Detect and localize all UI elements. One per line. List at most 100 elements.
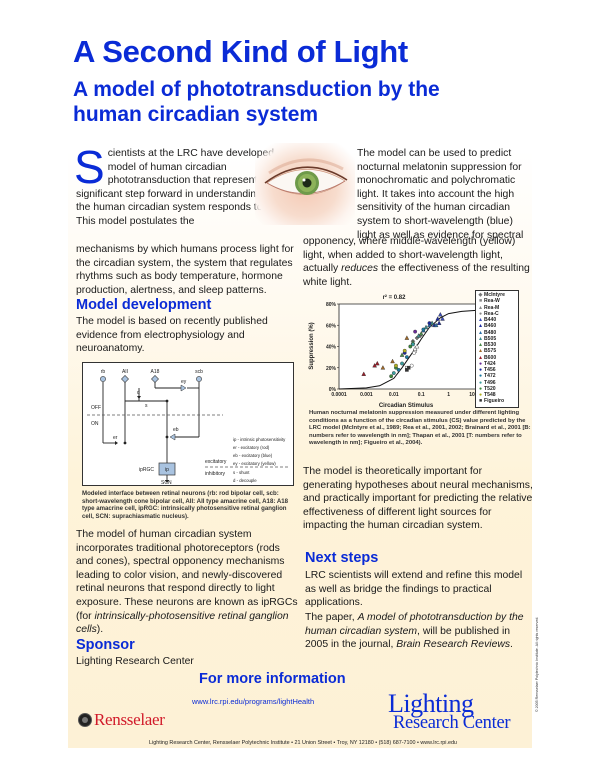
legend-label: McIntyre	[484, 292, 505, 298]
svg-text:0%: 0%	[329, 387, 337, 393]
diagram-legend-item: er - excitatory (rod)	[233, 445, 270, 450]
data-point	[413, 329, 418, 334]
triangle-marker-icon: ▲	[478, 329, 484, 336]
legend-item: ▲B460	[478, 323, 516, 329]
data-point	[433, 322, 439, 328]
circle-marker-icon: ●	[478, 360, 483, 367]
legend-item: ■Rea-W	[478, 298, 516, 304]
model-description-1: The model of human circadian system inco…	[76, 529, 298, 622]
svg-text:10: 10	[469, 392, 475, 398]
legend-label: Figueiro	[484, 398, 505, 405]
rensselaer-wordmark: Rensselaer	[94, 710, 165, 729]
data-point	[412, 345, 418, 351]
triangle-marker-icon: ▲	[478, 354, 484, 361]
data-point	[394, 363, 398, 368]
circle-marker-icon: ●	[478, 392, 483, 398]
legend-item: ●T424	[478, 361, 516, 367]
data-point	[440, 316, 445, 321]
prediction-text-1: opponency, where middle-wavelength (yell…	[303, 236, 516, 275]
circle-marker-icon: ●	[478, 385, 483, 392]
next-steps-text-1: LRC scientists will extend and refine th…	[305, 570, 523, 609]
data-point	[418, 331, 424, 336]
svg-text:0.0001: 0.0001	[331, 392, 347, 398]
triangle-marker-icon: ▲	[478, 342, 484, 348]
legend-item: ▲B505	[478, 336, 516, 342]
svg-text:40%: 40%	[326, 345, 337, 351]
data-point	[391, 371, 396, 375]
square-marker-icon: ■	[478, 398, 483, 405]
legend-label: T548	[484, 392, 496, 398]
model-development-heading: Model development	[76, 297, 212, 313]
data-point	[411, 342, 415, 347]
page-subtitle: A model of phototransduction by the huma…	[73, 78, 440, 126]
next-steps-2c: .	[510, 639, 513, 651]
legend-item: ●T472	[478, 373, 516, 379]
chart-legend: ◆McIntyre■Rea-W▲Rea-M●Rea-C▲B440▲B460▲B4…	[475, 290, 519, 408]
data-point	[408, 344, 413, 349]
sponsor-text: Lighting Research Center	[76, 656, 194, 667]
legend-label: T424	[484, 360, 496, 367]
lrc-logo-line2: Research Center	[393, 713, 511, 733]
legend-label: T520	[484, 385, 496, 392]
lrc-logo: Lighting Research Center	[388, 689, 528, 737]
intro-paragraph: S cientists at the LRC have developed a …	[74, 144, 298, 229]
svg-text:0.01: 0.01	[389, 392, 399, 398]
svg-text:80%: 80%	[326, 302, 337, 308]
legend-item: ■Figueiro	[478, 398, 516, 404]
diagram-caption: Modeled interface between retinal neuron…	[82, 490, 289, 520]
data-point	[380, 365, 386, 370]
label-ey: ey	[181, 379, 187, 385]
data-point	[399, 352, 405, 357]
data-point	[414, 343, 420, 349]
prediction-text-2: the effectiveness of the resulting white…	[303, 263, 530, 288]
more-info-link[interactable]: www.lrc.rpi.edu/programs/lightHealth	[192, 697, 315, 706]
more-info-heading: For more information	[199, 671, 346, 687]
legend-label: Rea-W	[484, 298, 500, 305]
diagram-legend-item: d - decouple	[233, 478, 257, 483]
data-point	[404, 355, 409, 360]
svg-text:0.1: 0.1	[418, 392, 425, 398]
lrc-logo-line1: Lighting	[388, 689, 474, 718]
legend-item: ▲B480	[478, 330, 516, 336]
legend-item: ▲B440	[478, 317, 516, 323]
circle-marker-icon: ●	[478, 310, 483, 317]
svg-text:1: 1	[447, 392, 450, 398]
copyright-notice: © 2005 Rensselaer Polytechnic Institute.…	[535, 616, 539, 712]
next-steps-2b: , will be published in 2005 in the journ…	[305, 625, 511, 651]
footer-address: Lighting Research Center, Rensselaer Pol…	[149, 740, 457, 746]
legend-item: ●T456	[478, 367, 516, 373]
label-off: OFF	[91, 405, 101, 411]
data-point	[405, 368, 409, 372]
svg-text:20%: 20%	[326, 366, 337, 372]
circle-marker-icon: ●	[478, 367, 483, 373]
data-point	[361, 371, 367, 376]
intro-text-narrow: cientists at the LRC have developed a mo…	[76, 148, 288, 227]
legend-item: ▲B600	[478, 355, 516, 361]
data-point	[412, 350, 416, 355]
label-inhibitory: inhibitory	[205, 471, 226, 477]
legend-item: ◆McIntyre	[478, 292, 516, 298]
data-point	[404, 335, 410, 340]
legend-label: B460	[484, 323, 497, 330]
chart-y-label: Suppression (%)	[309, 322, 315, 369]
legend-item: ▲Rea-M	[478, 305, 516, 311]
circle-marker-icon: ●	[478, 379, 483, 386]
importance-text: The model is theoretically important for…	[303, 466, 533, 532]
data-point	[374, 360, 380, 366]
data-point	[427, 321, 432, 326]
svg-text:0.001: 0.001	[360, 392, 373, 398]
prediction-italic: reduces	[341, 263, 379, 275]
eye-image	[255, 143, 355, 225]
legend-item: ●T520	[478, 386, 516, 392]
label-s: s	[145, 403, 148, 409]
model-description-2: ).	[96, 624, 104, 636]
square-marker-icon: ■	[478, 298, 483, 305]
data-point	[436, 320, 442, 325]
data-point	[402, 348, 407, 353]
rensselaer-seal-icon	[78, 713, 92, 727]
label-ip: ip	[165, 467, 169, 473]
diagram-legend-item: ip - intrinsic photosensitivity	[233, 437, 286, 442]
chart-x-label: Circadian Stimulus	[379, 403, 434, 409]
